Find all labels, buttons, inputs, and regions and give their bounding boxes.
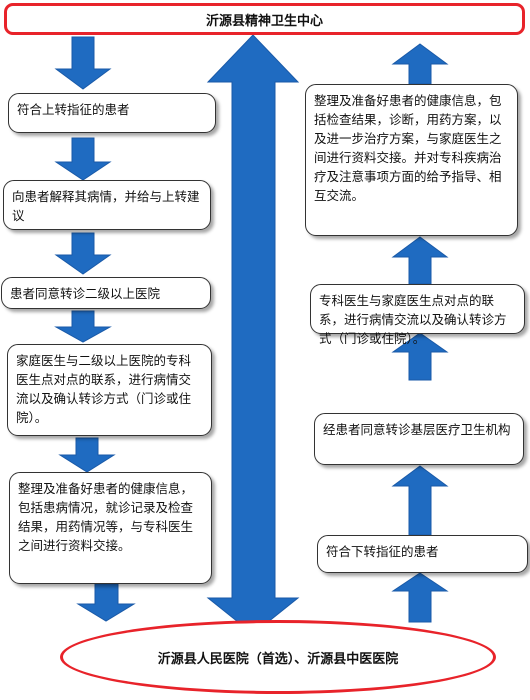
up-arrow-1 <box>391 43 449 85</box>
double-arrow <box>206 34 300 635</box>
right-step-3-text: 经患者同意转诊基层医疗卫生机构 <box>323 422 511 437</box>
down-arrow-6 <box>76 583 136 622</box>
right-step-1: 整理及准备好患者的健康信息，包括检查结果，诊断，用药方案，以及进一步治疗方案，与… <box>305 84 518 236</box>
down-arrow-4 <box>54 310 112 343</box>
top-node-mental-health-center: 沂源县精神卫生中心 <box>4 3 525 35</box>
down-arrow-3 <box>54 232 112 275</box>
left-step-4-text: 家庭医生与二级以上医院的专科医生点对点的联系，进行病情交流以及确认转诊方式（门诊… <box>16 353 192 425</box>
left-step-2-text: 向患者解释其病情，并给与上转建议 <box>12 189 200 223</box>
down-arrow-1 <box>54 36 112 90</box>
right-step-4-text: 符合下转指征的患者 <box>326 544 439 559</box>
up-arrow-3 <box>391 332 449 381</box>
left-step-2: 向患者解释其病情，并给与上转建议 <box>3 180 211 230</box>
right-step-3: 经患者同意转诊基层医疗卫生机构 <box>314 413 524 465</box>
up-arrow-4 <box>391 465 449 536</box>
left-step-5: 整理及准备好患者的健康信息，包括患病情况，就诊记录及检查结果，用药情况等，与专科… <box>9 472 212 584</box>
right-step-4: 符合下转指征的患者 <box>317 535 528 573</box>
left-step-3: 患者同意转诊二级以上医院 <box>1 277 211 309</box>
bottom-node-label: 沂源县人民医院（首选）、沂源县中医医院 <box>157 651 399 667</box>
top-node-label: 沂源县精神卫生中心 <box>205 13 323 29</box>
up-arrow-5 <box>391 572 449 623</box>
left-step-4: 家庭医生与二级以上医院的专科医生点对点的联系，进行病情交流以及确认转诊方式（门诊… <box>7 344 212 436</box>
right-step-1-text: 整理及准备好患者的健康信息，包括检查结果，诊断，用药方案，以及进一步治疗方案，与… <box>314 93 502 203</box>
left-step-3-text: 患者同意转诊二级以上医院 <box>10 286 161 301</box>
left-step-5-text: 整理及准备好患者的健康信息，包括患病情况，就诊记录及检查结果，用药情况等，与专科… <box>18 481 194 553</box>
down-arrow-5 <box>58 437 116 473</box>
left-step-1: 符合上转指征的患者 <box>8 93 216 133</box>
down-arrow-2 <box>54 137 112 181</box>
bottom-node-hospitals: 沂源县人民医院（首选）、沂源县中医医院 <box>60 620 496 694</box>
right-step-2: 专科医生与家庭医生点对点的联系，进行病情交流以及确认转诊方式（门诊或住院）。 <box>310 284 525 346</box>
left-step-1-text: 符合上转指征的患者 <box>17 102 130 117</box>
up-arrow-2 <box>391 236 449 285</box>
right-step-2-text: 专科医生与家庭医生点对点的联系，进行病情交流以及确认转诊方式（门诊或住院）。 <box>319 293 507 346</box>
